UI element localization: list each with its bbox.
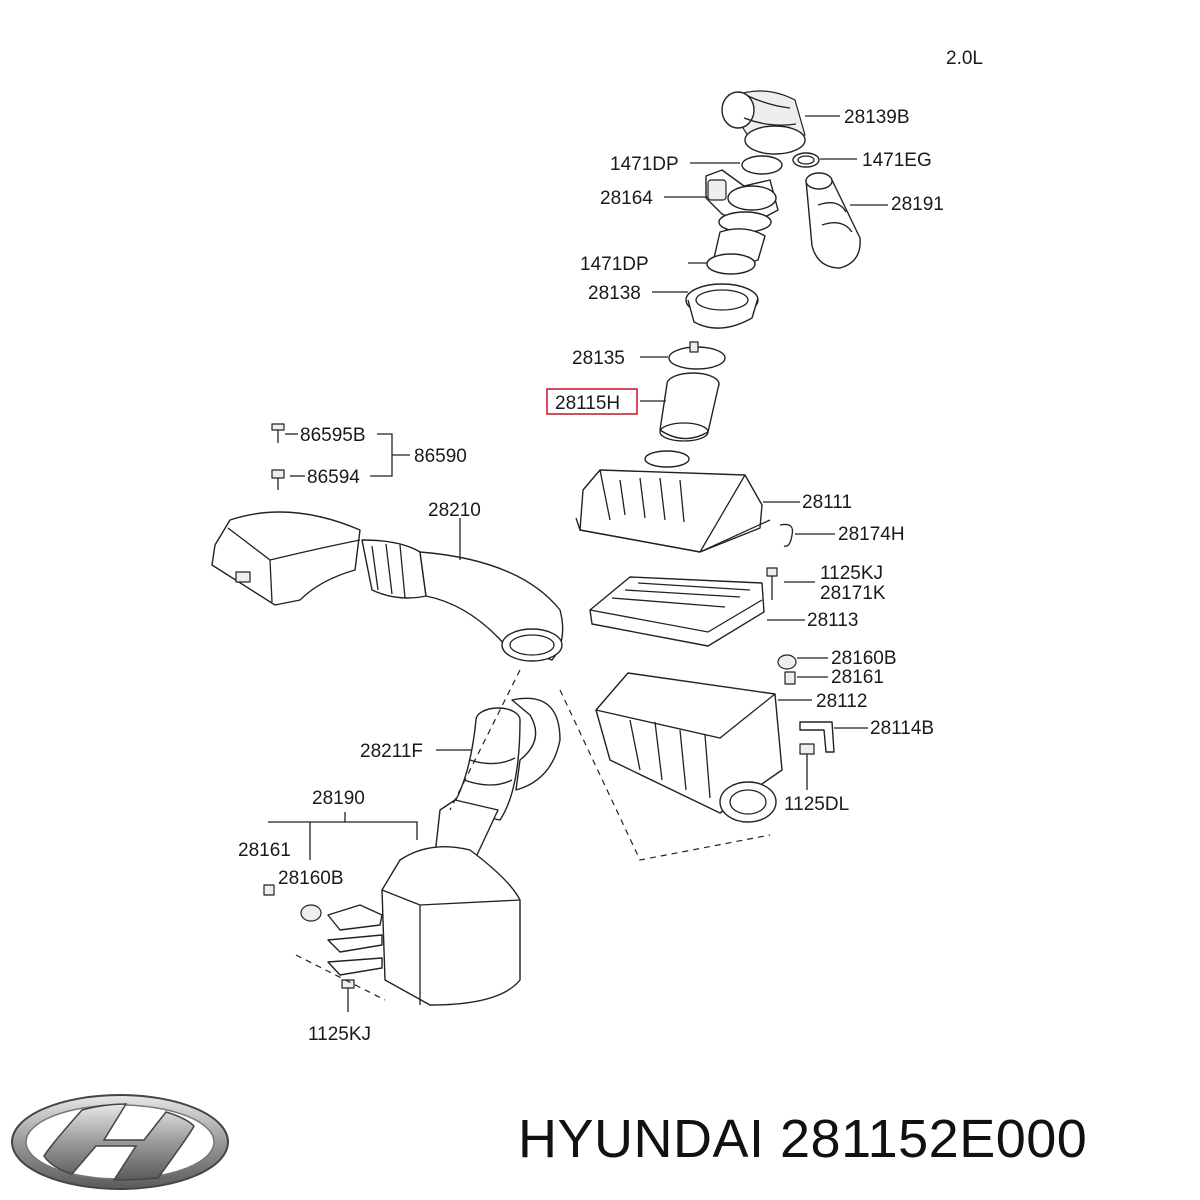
part-28211F-hose[interactable]	[449, 697, 561, 821]
part-28113-filter-element[interactable]	[589, 576, 765, 647]
part-1471DP-clamp-upper[interactable]	[741, 155, 783, 175]
label-28160B-right: 28160B	[831, 648, 897, 669]
part-resonator-brackets	[327, 904, 383, 976]
part-28114B-bracket[interactable]	[799, 721, 835, 753]
part-28138-duct[interactable]	[685, 283, 759, 329]
label-86594: 86594	[307, 467, 360, 488]
label-1125KJ-upper: 1125KJ	[820, 563, 883, 584]
label-28139B: 28139B	[844, 107, 910, 128]
label-28171K: 28171K	[820, 583, 886, 604]
label-28210: 28210	[428, 500, 481, 521]
label-28161-left: 28161	[238, 840, 291, 861]
label-28135: 28135	[572, 348, 625, 369]
label-28160B-left: 28160B	[278, 868, 344, 889]
part-number-title: HYUNDAI 281152E000	[518, 1109, 1088, 1169]
label-28112: 28112	[816, 691, 867, 712]
label-28113: 28113	[807, 610, 858, 631]
group-bracket-86590	[370, 433, 410, 477]
label-1471EG: 1471EG	[862, 150, 932, 171]
label-28138: 28138	[588, 283, 641, 304]
label-86590: 86590	[414, 446, 467, 467]
part-28139B-hose[interactable]	[721, 90, 806, 155]
label-28174H: 28174H	[838, 524, 905, 545]
hyundai-logo-icon	[11, 1094, 229, 1190]
part-1471EG-clamp[interactable]	[792, 152, 820, 168]
part-28210-intake-duct[interactable]	[211, 511, 564, 662]
part-28160B-grommet-right[interactable]	[777, 654, 797, 670]
dashed-assembly-line-bracket	[295, 954, 386, 1001]
part-1125KJ-bolt-lower[interactable]	[341, 979, 355, 1012]
part-28190-resonator[interactable]	[381, 799, 521, 1006]
dashed-assembly-line-right	[559, 689, 771, 861]
part-28112-cleaner-case[interactable]	[595, 672, 783, 823]
label-1125KJ-lower: 1125KJ	[308, 1024, 371, 1045]
part-28135-clamp[interactable]	[668, 341, 726, 370]
label-1125DL: 1125DL	[784, 794, 849, 815]
highlight-box-28115H	[546, 388, 638, 415]
label-1471DP-lower: 1471DP	[580, 254, 649, 275]
part-28115H-duct[interactable]	[659, 372, 720, 442]
part-28191-hose[interactable]	[805, 172, 861, 269]
part-1125DL-bolt[interactable]	[799, 743, 815, 790]
part-28111-cleaner-cover[interactable]	[575, 450, 771, 553]
part-86595B-bolt[interactable]	[271, 423, 285, 443]
label-86595B: 86595B	[300, 425, 366, 446]
label-28111: 28111	[802, 492, 852, 513]
part-28174H-clip[interactable]	[779, 523, 794, 547]
part-28160B-grommet-left[interactable]	[300, 904, 322, 922]
part-86594-bolt[interactable]	[271, 469, 285, 490]
part-28161-bushing-right[interactable]	[784, 671, 796, 685]
part-28161-bushing-left[interactable]	[263, 884, 275, 896]
part-1471DP-clamp-lower[interactable]	[706, 253, 756, 275]
label-1471DP-upper: 1471DP	[610, 154, 679, 175]
label-28211F: 28211F	[360, 741, 423, 762]
label-28191: 28191	[891, 194, 944, 215]
label-28115H: 28115H	[555, 393, 620, 414]
label-28161-right: 28161	[831, 667, 884, 688]
part-1125KJ-bolt-upper[interactable]	[766, 567, 778, 600]
dashed-assembly-line-left	[449, 669, 521, 811]
part-28164-airflow-sensor[interactable]	[705, 169, 779, 233]
engine-variant-label: 2.0L	[946, 48, 983, 69]
group-bracket-28190	[268, 812, 418, 860]
label-28164: 28164	[600, 188, 653, 209]
label-28114B: 28114B	[870, 718, 934, 739]
label-28190: 28190	[312, 788, 365, 809]
